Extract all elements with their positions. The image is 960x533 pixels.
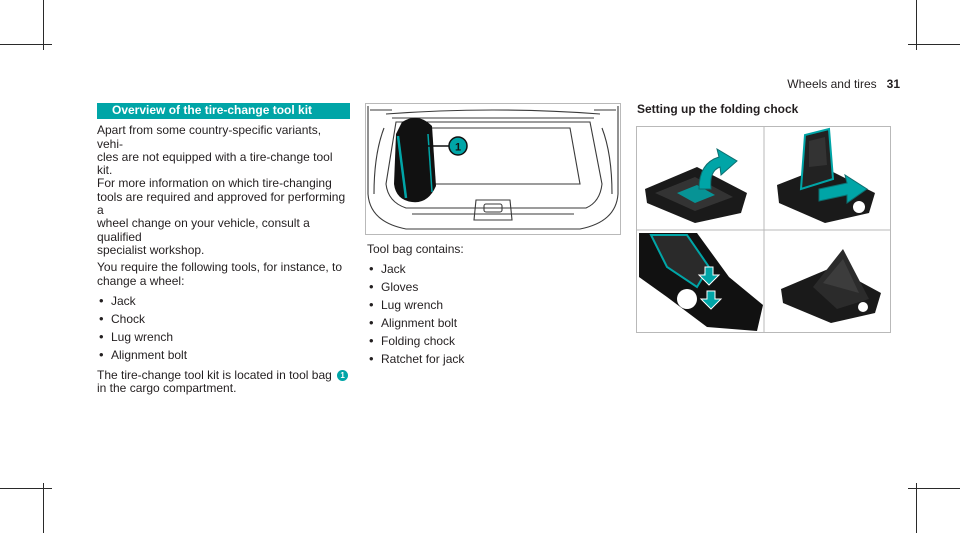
middle-column: Tool bag contains: Jack Gloves Lug wrenc… — [367, 242, 617, 373]
text-line: For more information on which tire-chang… — [97, 176, 332, 191]
list-item: Alignment bolt — [97, 346, 350, 364]
text-line: tools are required and approved for perf… — [97, 189, 346, 218]
bag-contents-list: Jack Gloves Lug wrench Alignment bolt Fo… — [367, 260, 617, 368]
cargo-illustration: 1 — [367, 106, 619, 230]
chock-step-3 — [639, 233, 763, 331]
list-item: Ratchet for jack — [367, 350, 617, 368]
list-item: Jack — [367, 260, 617, 278]
location-paragraph: The tire-change tool kit is located in t… — [97, 367, 350, 396]
section-name: Wheels and tires — [787, 77, 877, 91]
crop-mark — [908, 488, 960, 489]
crop-mark — [908, 44, 960, 45]
subsection-title: Setting up the folding chock — [637, 102, 799, 116]
chock-step-4 — [781, 249, 881, 323]
tools-paragraph: You require the following tools, for ins… — [97, 261, 350, 288]
right-column: Setting up the folding chock — [635, 102, 891, 125]
list-item: Lug wrench — [97, 328, 350, 346]
left-column: Overview of the tire-change tool kit Apa… — [97, 103, 350, 399]
list-item: Chock — [97, 310, 350, 328]
callout-badge: 1 — [337, 369, 349, 381]
list-item: Lug wrench — [367, 296, 617, 314]
crop-mark — [916, 483, 917, 533]
crop-mark — [916, 0, 917, 50]
intro-paragraph: Apart from some country-specific variant… — [97, 124, 350, 257]
running-header: Wheels and tires 31 — [787, 77, 900, 91]
text-line: The tire-change tool kit is located in t… — [97, 367, 332, 382]
list-item: Alignment bolt — [367, 314, 617, 332]
crop-mark — [0, 488, 52, 489]
cargo-compartment-figure: 1 — [365, 103, 621, 235]
chock-steps-illustration — [637, 127, 890, 332]
folding-chock-figure — [636, 126, 891, 333]
text-line: cles are not equipped with a tire-change… — [97, 149, 333, 178]
list-item: Folding chock — [367, 332, 617, 350]
crop-mark — [43, 0, 44, 50]
list-item: Gloves — [367, 278, 617, 296]
text-line: in the cargo compartment. — [97, 381, 237, 396]
text-line: You require the following tools, for ins… — [97, 260, 343, 275]
crop-mark — [43, 483, 44, 533]
text-line: Apart from some country-specific variant… — [97, 123, 322, 151]
page-number: 31 — [886, 77, 900, 91]
bag-label: Tool bag contains: — [367, 242, 464, 256]
chock-step-1 — [645, 147, 747, 223]
tools-list: Jack Chock Lug wrench Alignment bolt — [97, 292, 350, 364]
list-item: Jack — [97, 292, 350, 310]
chock-step-2 — [777, 127, 875, 223]
text-line: wheel change on your vehicle, consult a … — [97, 216, 310, 244]
text-line: change a wheel: — [97, 273, 185, 288]
section-title: Overview of the tire-change tool kit — [97, 103, 350, 120]
crop-mark — [0, 44, 52, 45]
figure-callout: 1 — [455, 142, 461, 154]
text-line: specialist workshop. — [97, 242, 205, 257]
